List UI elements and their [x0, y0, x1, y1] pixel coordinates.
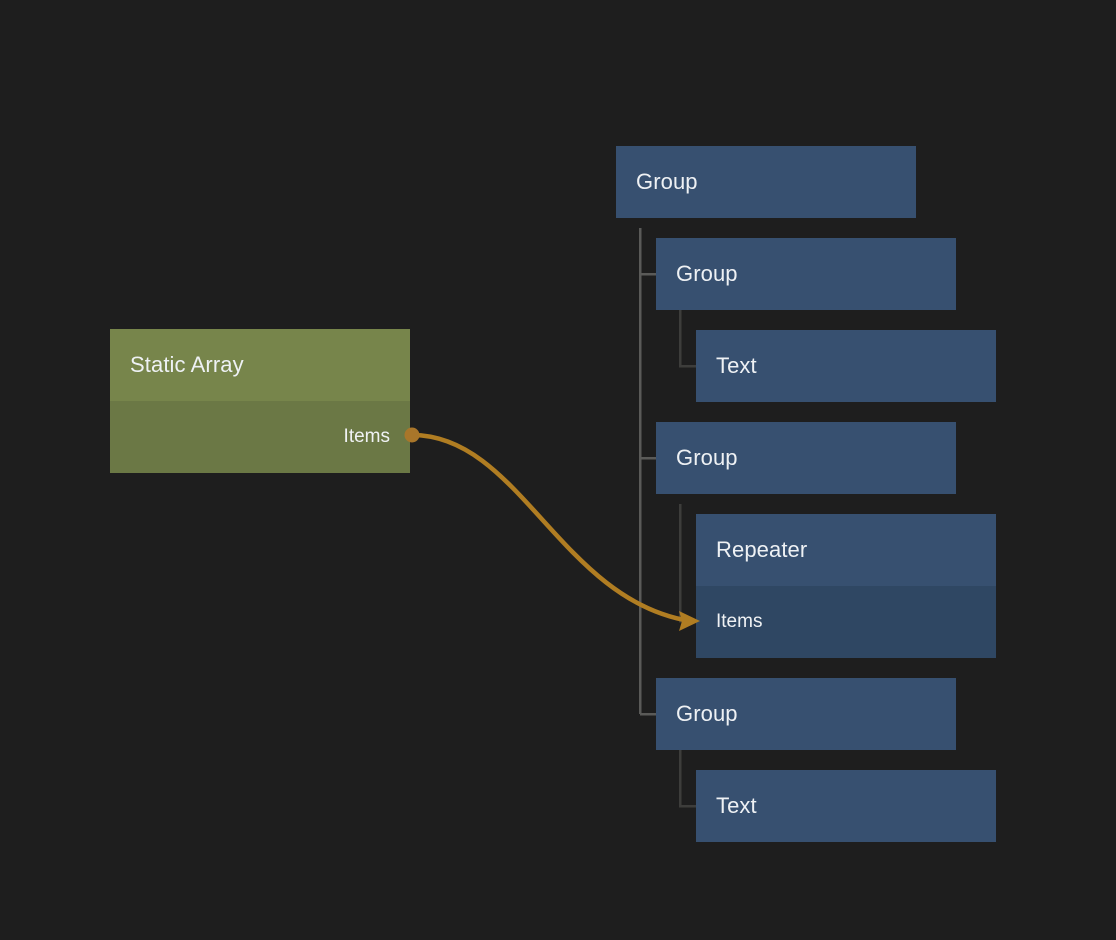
node-group-root-title: Group	[636, 169, 698, 194]
node-repeater-input-row[interactable]: Items	[696, 586, 996, 658]
node-static-array-output-row[interactable]: Items	[110, 401, 410, 473]
node-group-b[interactable]: Group	[656, 422, 956, 494]
node-group-c[interactable]: Group	[656, 678, 956, 750]
node-static-array[interactable]: Static Array Items	[110, 329, 410, 473]
node-text-c-title: Text	[716, 793, 757, 818]
node-text-c-header[interactable]: Text	[696, 770, 996, 842]
node-repeater-header[interactable]: Repeater	[696, 514, 996, 586]
wire-path	[409, 432, 693, 624]
node-group-b-title: Group	[676, 445, 738, 470]
node-group-a-title: Group	[676, 261, 738, 286]
node-static-array-title: Static Array	[130, 352, 244, 377]
node-text-c[interactable]: Text	[696, 770, 996, 842]
node-static-array-header[interactable]: Static Array	[110, 329, 410, 401]
port-items-input-label: Items	[716, 611, 763, 632]
node-group-c-title: Group	[676, 701, 738, 726]
node-group-a-header[interactable]: Group	[656, 238, 956, 310]
node-repeater[interactable]: Repeater Items	[696, 514, 996, 658]
node-repeater-title: Repeater	[716, 537, 808, 562]
node-text-a-title: Text	[716, 353, 757, 378]
node-group-root[interactable]: Group	[616, 146, 916, 218]
node-group-b-header[interactable]: Group	[656, 422, 956, 494]
node-group-c-header[interactable]: Group	[656, 678, 956, 750]
node-text-a[interactable]: Text	[696, 330, 996, 402]
node-group-root-header[interactable]: Group	[616, 146, 916, 218]
node-group-a[interactable]: Group	[656, 238, 956, 310]
port-items-output-label: Items	[343, 426, 390, 447]
node-text-a-header[interactable]: Text	[696, 330, 996, 402]
